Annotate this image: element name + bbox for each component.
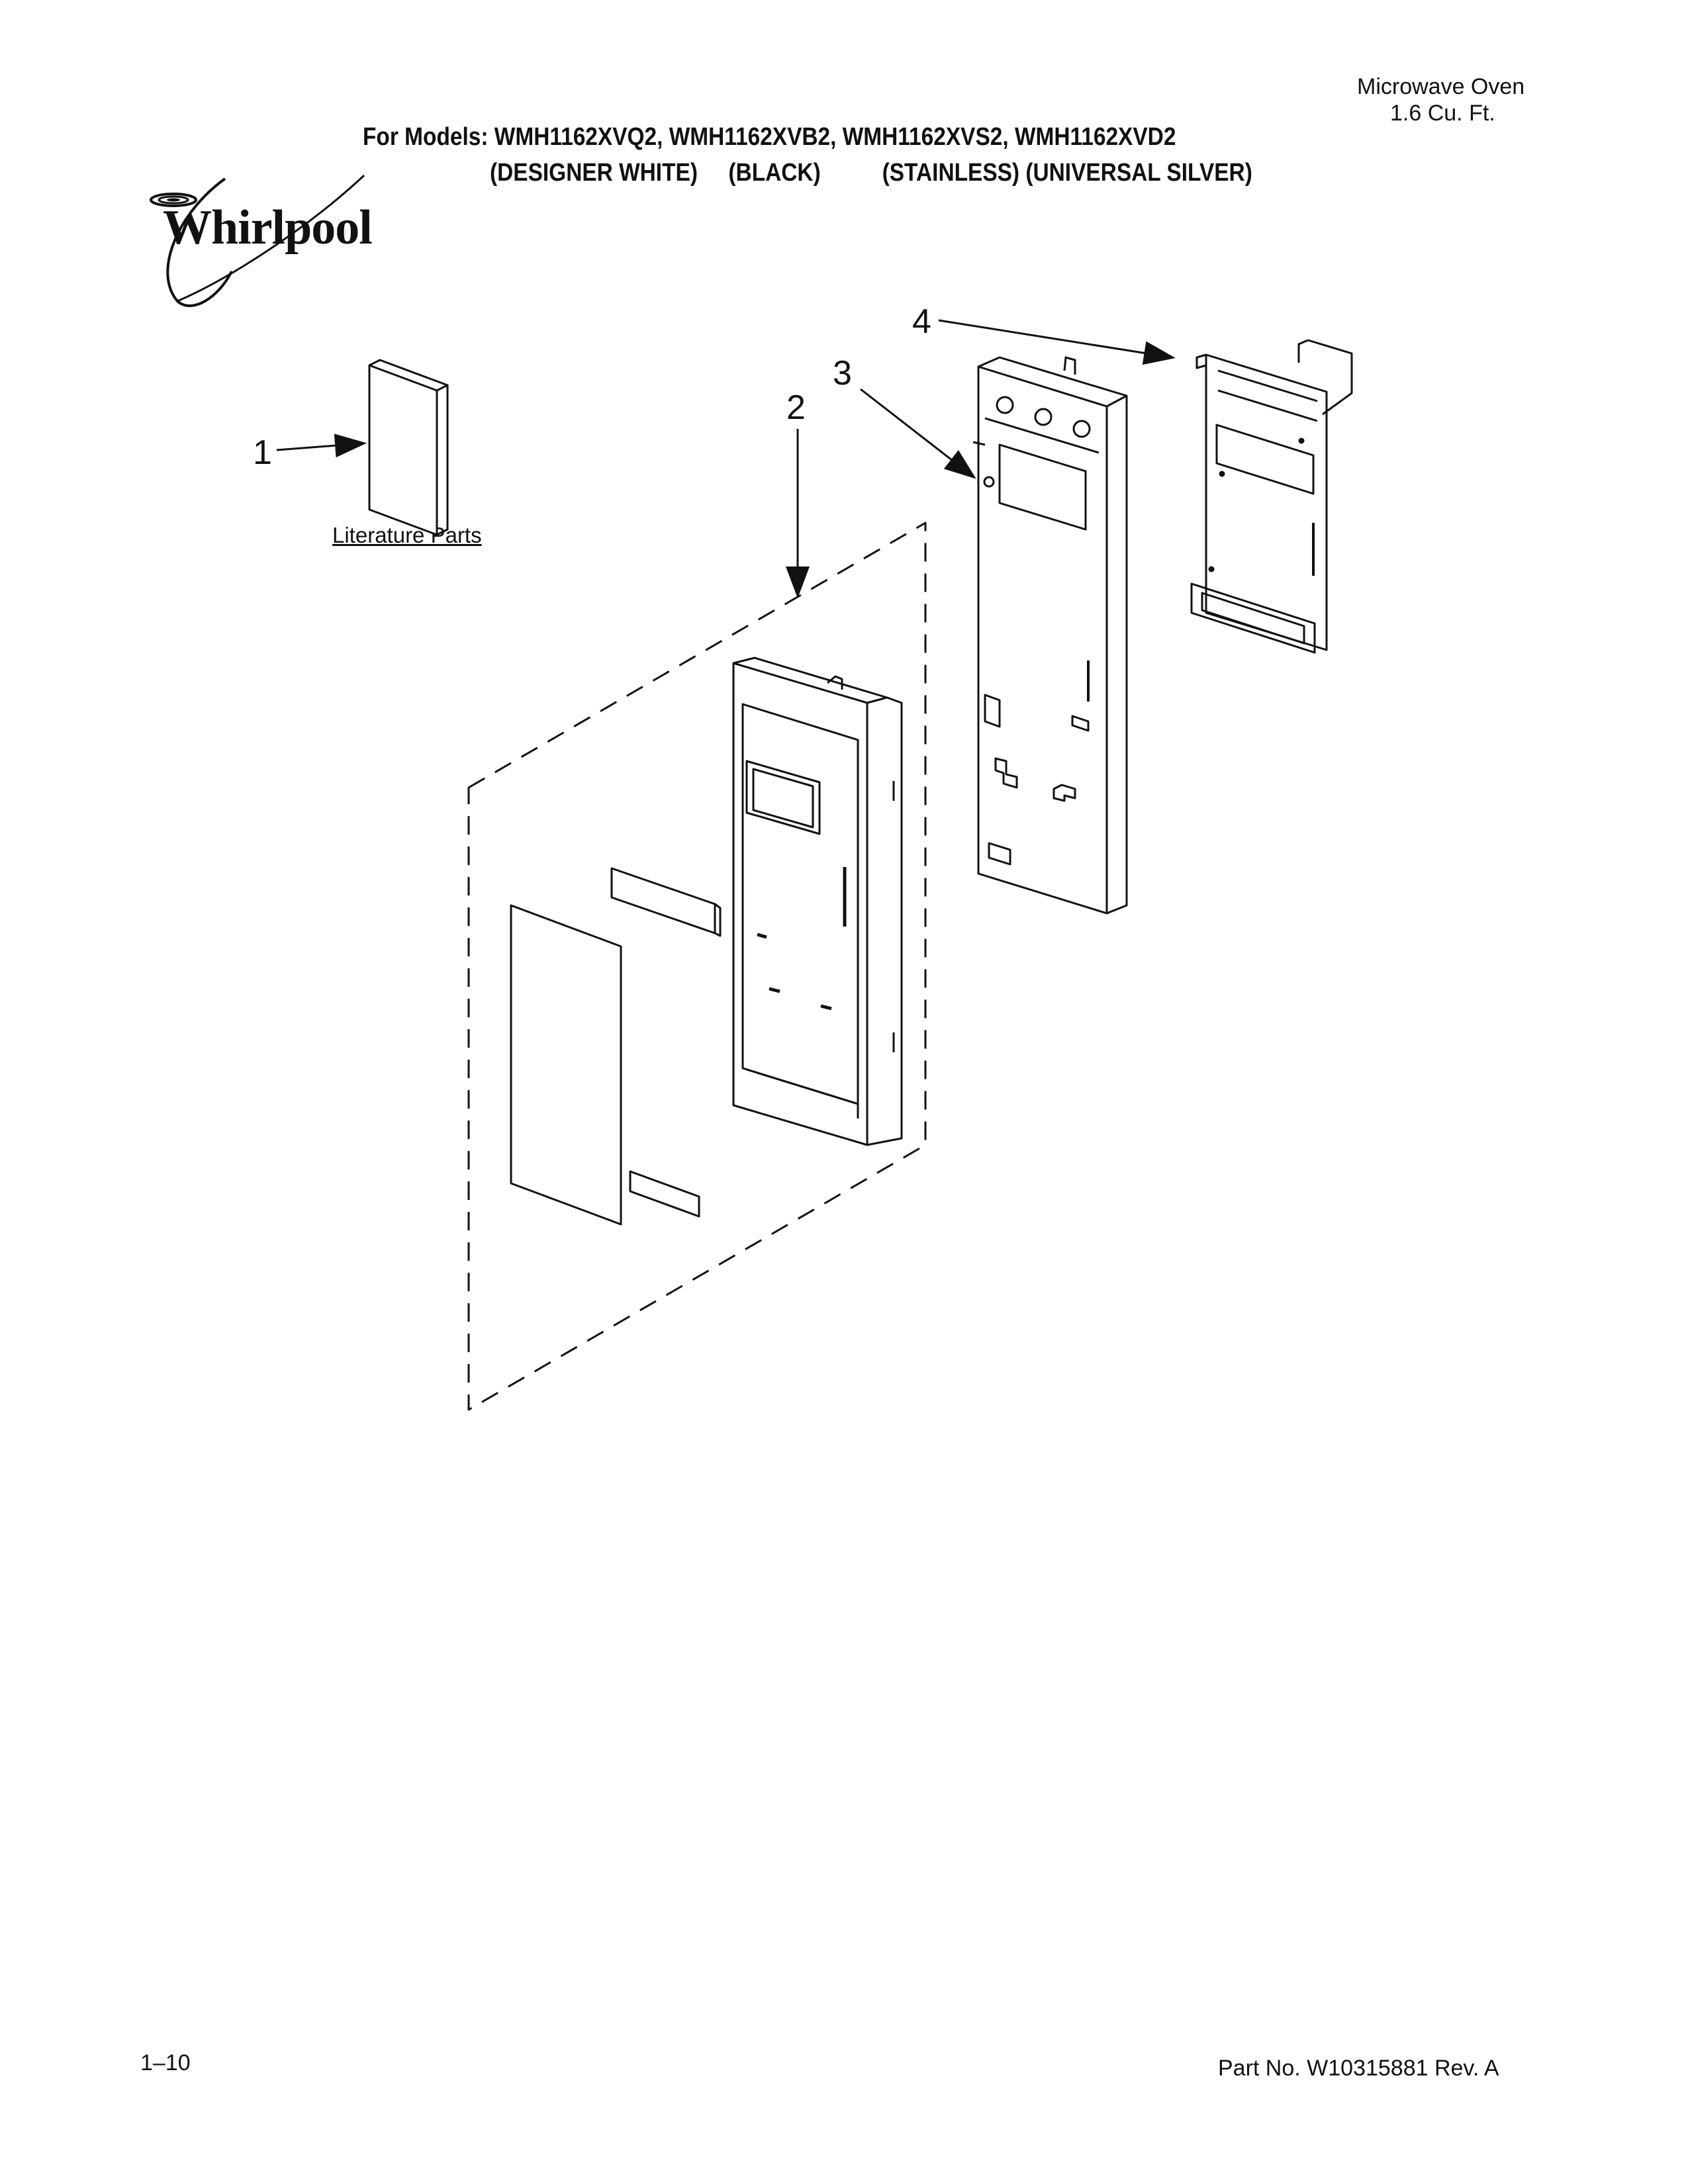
callout-1: 1 <box>253 433 272 472</box>
model-colors-heading: (DESIGNER WHITE) (BLACK) (STAINLESS) (UN… <box>490 159 1252 187</box>
product-capacity: 1.6 Cu. Ft. <box>1390 101 1495 126</box>
arrow-1 <box>276 433 367 458</box>
callout-2: 2 <box>786 388 806 427</box>
callout-3: 3 <box>833 354 852 392</box>
literature-parts-label: Literature Parts <box>332 523 482 547</box>
callout-4: 4 <box>912 302 931 341</box>
circuit-board-part <box>1190 339 1353 654</box>
literature-booklet-part <box>368 359 449 536</box>
control-panel-frame-part <box>732 657 903 1146</box>
logo-wordmark: Whirlpool <box>163 201 373 255</box>
control-panel-overlay-part <box>510 867 722 1226</box>
control-bracket-part <box>972 356 1128 915</box>
models-heading: For Models: WMH1162XVQ2, WMH1162XVB2, WM… <box>363 123 1176 151</box>
logo-swoosh-icon <box>150 174 365 308</box>
arrow-3 <box>860 388 976 479</box>
product-type: Microwave Oven <box>1357 74 1525 99</box>
assembly-boundary <box>467 522 927 1411</box>
arrow-4 <box>938 319 1176 365</box>
whirlpool-logo: Whirlpool <box>139 172 404 311</box>
page-number: 1–10 <box>140 2050 191 2075</box>
part-number: Part No. W10315881 Rev. A <box>1218 2056 1499 2081</box>
